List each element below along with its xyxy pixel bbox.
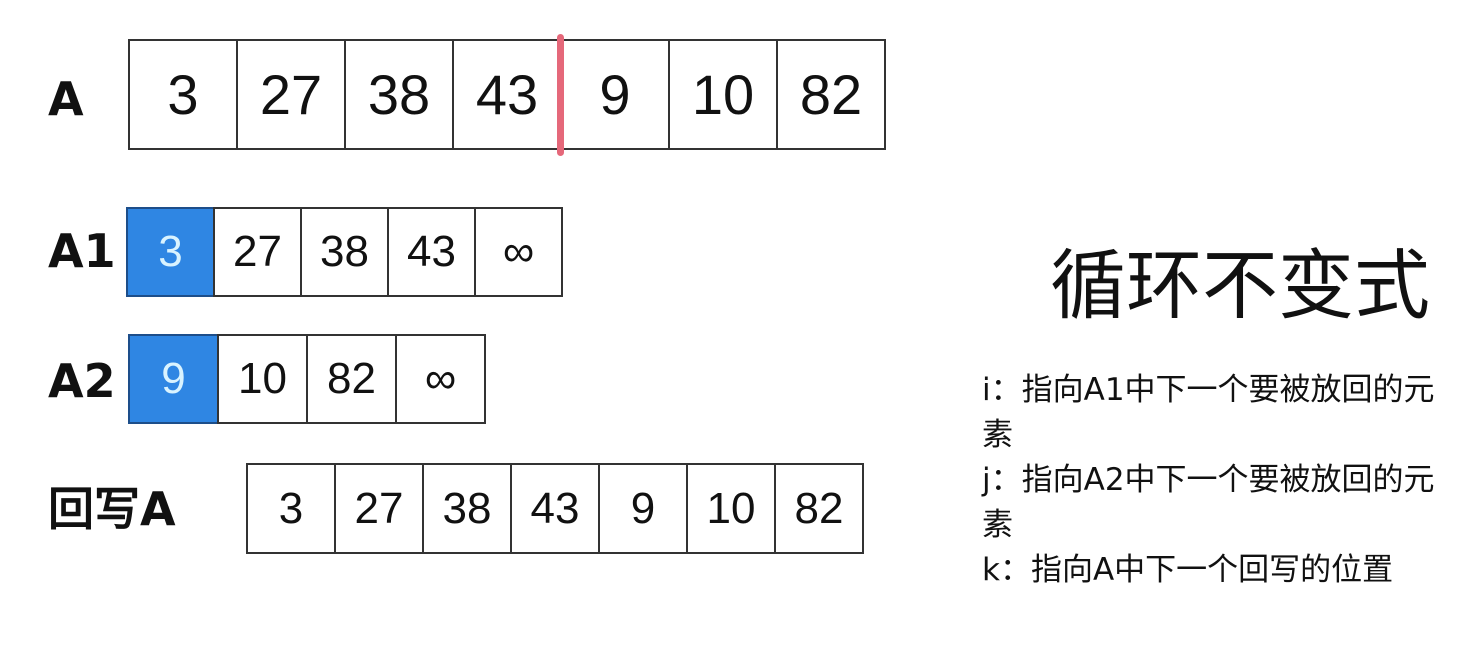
array-cell: 3 [128, 39, 238, 150]
array-cell: 43 [510, 463, 600, 554]
array-cell: 27 [334, 463, 424, 554]
loop-invariant-title: 循环不变式 [1050, 241, 1430, 330]
array-writeback: 3 27 38 43 9 10 82 [246, 463, 864, 554]
array-cell: 3 [246, 463, 336, 554]
array-cell: 10 [217, 334, 308, 424]
row-label-a: A [48, 72, 84, 126]
array-cell: 43 [452, 39, 562, 150]
array-cell: 10 [668, 39, 778, 150]
array-cell-current: 3 [126, 207, 215, 297]
array-cell: 10 [686, 463, 776, 554]
array-cell: 9 [560, 39, 670, 150]
array-a1: 3 27 38 43 ∞ [126, 207, 563, 297]
row-label-writeback: 回写A [48, 482, 176, 536]
note-j: j：指向A2中下一个要被放回的元素 [982, 462, 1435, 543]
array-cell: 38 [422, 463, 512, 554]
array-cell: 27 [213, 207, 302, 297]
array-cell: 38 [344, 39, 454, 150]
array-cell: 43 [387, 207, 476, 297]
array-cell: 82 [774, 463, 864, 554]
sentinel-cell: ∞ [474, 207, 563, 297]
array-a: 3 27 38 43 9 10 82 [128, 39, 886, 150]
invariant-notes: i：指向A1中下一个要被放回的元素 j：指向A2中下一个要被放回的元素 k：指向… [982, 368, 1462, 593]
array-a2: 9 10 82 ∞ [128, 334, 486, 424]
array-cell: 82 [306, 334, 397, 424]
array-cell: 82 [776, 39, 886, 150]
array-cell: 27 [236, 39, 346, 150]
sentinel-cell: ∞ [395, 334, 486, 424]
note-i: i：指向A1中下一个要被放回的元素 [982, 372, 1435, 453]
row-label-a2: A2 [48, 354, 116, 408]
array-cell: 38 [300, 207, 389, 297]
split-marker [557, 34, 564, 156]
array-cell: 9 [598, 463, 688, 554]
note-k: k：指向A中下一个回写的位置 [982, 552, 1394, 588]
array-cell-current: 9 [128, 334, 219, 424]
row-label-a1: A1 [48, 224, 116, 278]
